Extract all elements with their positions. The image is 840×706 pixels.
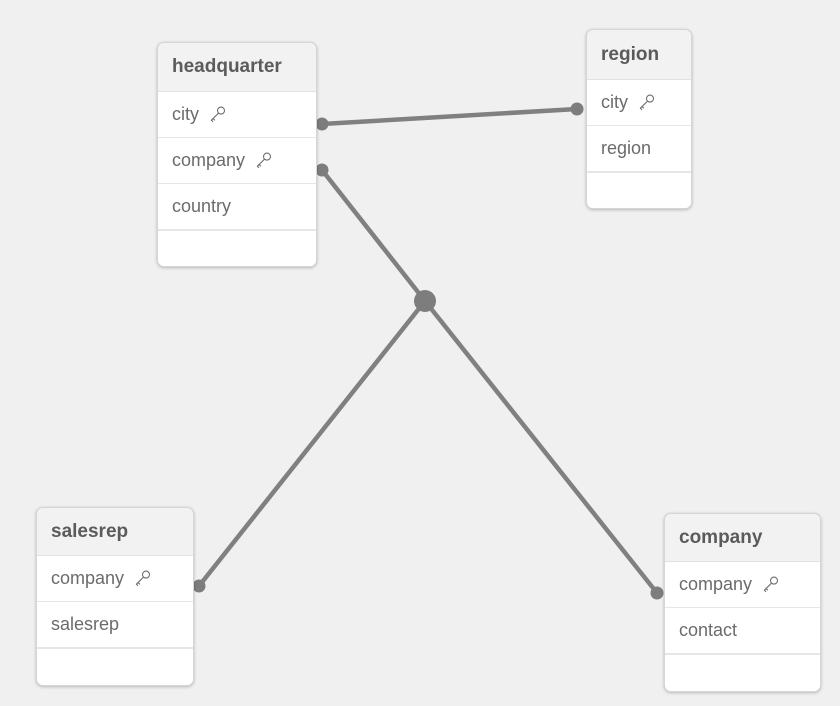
table-footer-row-region [587,172,691,208]
table-card-headquarter[interactable]: headquarter city company [157,42,317,267]
endpoint-company-company[interactable] [650,586,664,600]
key-icon [637,93,656,112]
table-card-salesrep[interactable]: salesrep company salesrep [36,507,194,686]
field-label: company [172,150,246,170]
field-label: city [601,92,628,112]
endpoint-headquarter-company[interactable] [315,163,329,177]
field-row-headquarter-country[interactable]: country [158,184,316,230]
link-headquarter-city-to-region-city[interactable] [319,106,580,127]
endpoint-headquarter-city[interactable] [315,117,329,131]
field-row-headquarter-company[interactable]: company [158,138,316,184]
link-headquarter-company-to-hub[interactable] [319,167,428,304]
key-icon [254,151,273,170]
table-footer-row-salesrep [37,648,193,685]
field-row-headquarter-city[interactable]: city [158,92,316,138]
table-card-region[interactable]: region city region [586,29,692,209]
field-label: company [679,574,753,594]
field-row-region-region[interactable]: region [587,126,691,172]
key-icon [761,575,780,594]
link-hub-to-salesrep-company[interactable] [196,298,428,589]
endpoint-salesrep-company[interactable] [192,579,206,593]
field-label: country [172,196,232,216]
endpoint-region-city[interactable] [570,102,584,116]
key-icon [133,569,152,588]
key-icon [208,105,227,124]
field-row-salesrep-company[interactable]: company [37,556,193,602]
field-row-company-contact[interactable]: contact [665,608,820,654]
table-title-region: region [587,30,691,80]
field-label: region [601,138,652,158]
field-row-company-company[interactable]: company [665,562,820,608]
field-label: contact [679,620,738,640]
table-title-headquarter: headquarter [158,43,316,92]
table-card-company[interactable]: company company contact [664,513,821,692]
table-title-company: company [665,514,820,562]
link-hub-to-company-company[interactable] [422,298,660,596]
association-hub-node[interactable] [414,290,436,312]
field-row-region-city[interactable]: city [587,80,691,126]
field-label: salesrep [51,614,120,634]
field-row-salesrep-salesrep[interactable]: salesrep [37,602,193,648]
field-label: company [51,568,125,588]
table-title-salesrep: salesrep [37,508,193,556]
field-label: city [172,104,199,124]
table-footer-row-headquarter [158,230,316,266]
table-footer-row-company [665,654,820,691]
